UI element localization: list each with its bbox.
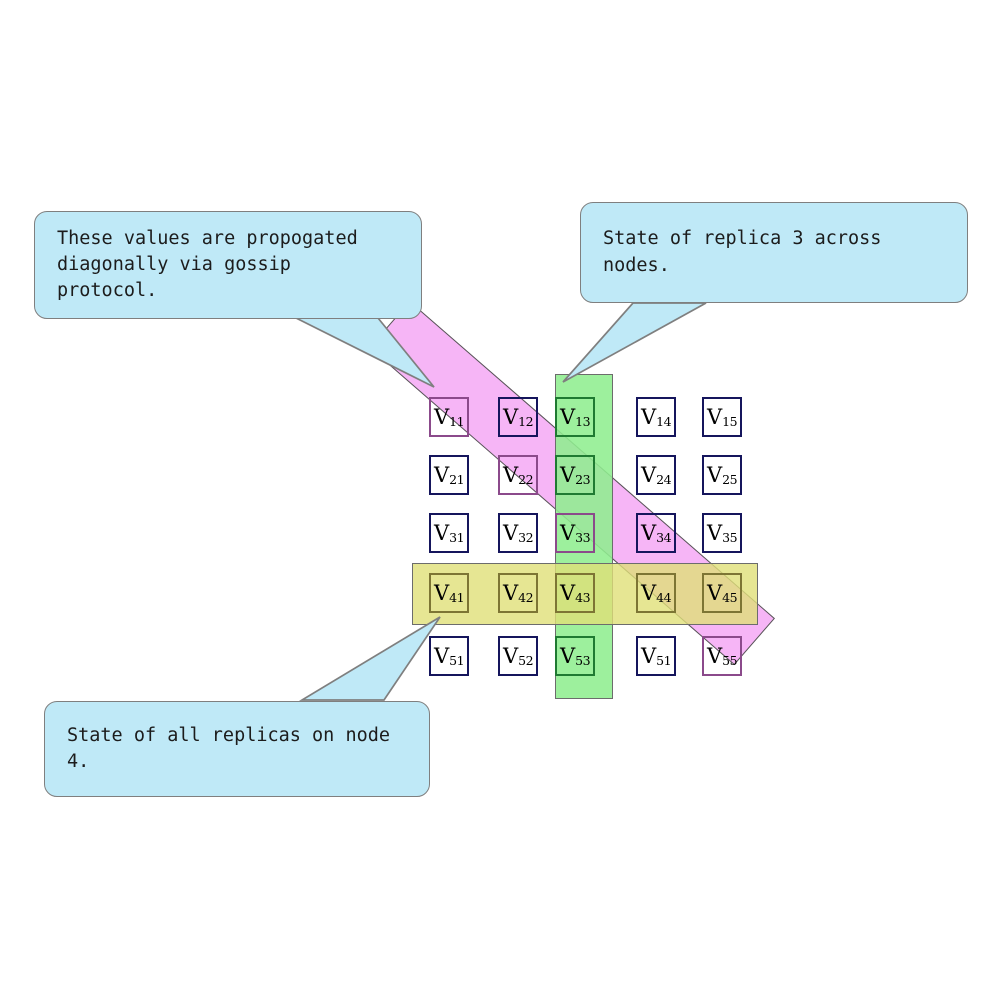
cell-subscript-label: 42: [518, 589, 534, 605]
cell-base-label: V: [433, 520, 450, 545]
cell-subscript-label: 45: [722, 589, 738, 605]
cell-base-label: V: [502, 404, 519, 429]
cell-base-label: V: [706, 404, 723, 429]
cell-subscript-label: 23: [575, 471, 591, 487]
cell-base-label: V: [502, 580, 519, 605]
cell-subscript-label: 34: [656, 529, 672, 545]
cell-base-label: V: [433, 404, 450, 429]
cell-base-label: V: [706, 580, 723, 605]
cell-subscript-label: 51: [449, 652, 465, 668]
cell-subscript-label: 14: [656, 413, 672, 429]
cell-base-label: V: [502, 462, 519, 487]
cell-subscript-label: 12: [518, 413, 534, 429]
cell-base-label: V: [706, 462, 723, 487]
callout-node-state: State of all replicas on node 4.: [44, 701, 430, 797]
cell-subscript-label: 21: [449, 471, 465, 487]
cell-subscript-label: 13: [575, 413, 591, 429]
cell-base-label: V: [559, 462, 576, 487]
cell-base-label: V: [559, 580, 576, 605]
cell-base-label: V: [502, 643, 519, 668]
cell-subscript-label: 41: [449, 589, 465, 605]
cell-base-label: V: [640, 520, 657, 545]
cell-subscript-label: 15: [722, 413, 738, 429]
cell-subscript-label: 31: [449, 529, 465, 545]
cell-subscript-label: 55: [722, 652, 738, 668]
cell-base-label: V: [502, 520, 519, 545]
cell-subscript-label: 43: [575, 589, 591, 605]
cell-base-label: V: [559, 520, 576, 545]
cell-subscript-label: 53: [575, 652, 591, 668]
cell-subscript-label: 32: [518, 529, 534, 545]
cell-base-label: V: [559, 404, 576, 429]
cell-subscript-label: 11: [449, 413, 465, 429]
cell-subscript-label: 22: [518, 471, 534, 487]
callout-gossip-protocol: These values are propogated diagonally v…: [34, 211, 422, 319]
cell-subscript-label: 52: [518, 652, 534, 668]
cell-base-label: V: [640, 643, 657, 668]
cell-base-label: V: [559, 643, 576, 668]
cell-base-label: V: [433, 462, 450, 487]
cell-base-label: V: [433, 580, 450, 605]
cell-subscript-label: 35: [722, 529, 738, 545]
cell-subscript-label: 25: [722, 471, 738, 487]
cell-base-label: V: [706, 520, 723, 545]
cell-base-label: V: [640, 462, 657, 487]
cell-base-label: V: [706, 643, 723, 668]
cell-subscript-label: 33: [575, 529, 591, 545]
callout-replica-state: State of replica 3 across nodes.: [580, 202, 968, 303]
cell-subscript-label: 24: [656, 471, 672, 487]
cell-base-label: V: [640, 404, 657, 429]
cell-subscript-label: 51: [656, 652, 672, 668]
cell-subscript-label: 44: [656, 589, 672, 605]
cell-base-label: V: [433, 643, 450, 668]
cell-base-label: V: [640, 580, 657, 605]
